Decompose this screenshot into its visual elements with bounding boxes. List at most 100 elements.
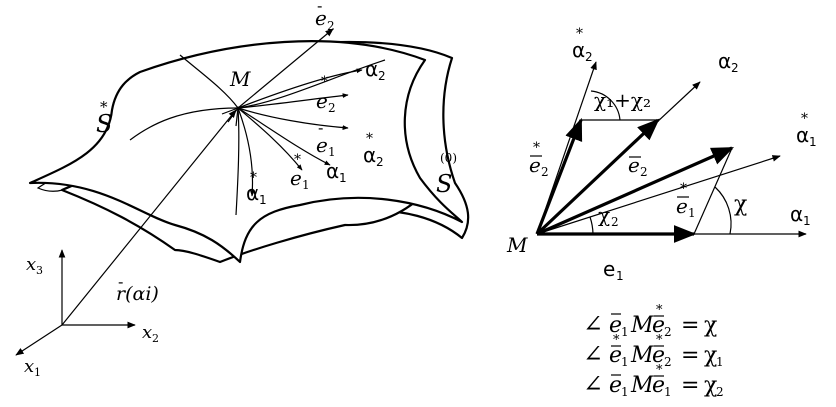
vector-e2 (237, 28, 334, 109)
surface-line-3 (235, 107, 240, 216)
label-e1star-mark-right: * (680, 181, 687, 197)
axis-x1-line (15, 324, 63, 356)
label-point-m: M (229, 67, 251, 91)
equation-row-2: ∠ * e 1 M * e 2 = χ 1 (583, 333, 724, 369)
eq3-eq: = (681, 373, 699, 398)
label-x3: x (26, 254, 36, 275)
label-alpha2star: α (363, 143, 376, 167)
point-m-dot (236, 106, 240, 110)
label-e1star-mark: * (294, 152, 301, 168)
label-angle-chi: χ (734, 192, 747, 217)
label-e2-right: e (628, 153, 640, 177)
eq2-b-star: * (656, 333, 663, 348)
label-s0: S (436, 170, 452, 198)
surface-line-2 (179, 54, 239, 109)
eq3-b-sub: 1 (664, 385, 672, 399)
label-e2-sub: 2 (327, 19, 335, 33)
eq3-angle: ∠ (583, 370, 603, 398)
label-s0-mark: (0) (440, 151, 457, 165)
eq2-rhs: χ (704, 343, 717, 368)
label-alpha2star-sub: 2 (376, 155, 384, 169)
label-e1star-sub: 1 (302, 178, 310, 192)
label-alpha2star-mark: * (366, 131, 373, 147)
label-alpha2star-sub-right: 2 (585, 50, 593, 64)
label-alpha1star-mark-right: * (801, 111, 808, 127)
label-angle-chi2: χ (598, 203, 610, 227)
arc-chi2 (589, 216, 594, 235)
label-alpha1star: α (246, 181, 259, 205)
label-e1-sub-right: 1 (616, 269, 624, 283)
label-alpha1: α (326, 159, 339, 183)
label-point-m-right: M (506, 233, 528, 257)
label-alpha2star-right: α (572, 38, 585, 62)
vector-e2star (535, 117, 583, 235)
eq2-rhs-sub: 1 (716, 355, 724, 369)
eq2-a-star: * (613, 333, 620, 348)
label-alpha1-sub: 1 (339, 171, 347, 185)
label-alpha1star-sub: 1 (259, 193, 267, 207)
equation-row-3: ∠ e 1 M * e 1 = χ 2 (583, 363, 724, 399)
eq1-a-sub: 1 (621, 325, 629, 339)
eq1-b: e (652, 313, 665, 338)
label-x2: x (142, 322, 152, 343)
eq2-a: e (609, 343, 622, 368)
label-e2star-right: e (529, 153, 541, 177)
label-alpha2star-mark-right: * (576, 26, 583, 42)
label-e1-right: e (603, 257, 615, 281)
eq1-angle: ∠ (583, 310, 603, 338)
eq1-a: e (609, 313, 622, 338)
eq2-eq: = (681, 343, 699, 368)
ray-alpha1star (536, 155, 781, 235)
rays-from-m (221, 68, 363, 197)
label-angle-chi2-sub: 2 (611, 215, 619, 229)
radius-vector (61, 109, 237, 326)
label-e1: e (316, 133, 328, 157)
label-angle-sum: χ₁+χ₂ (594, 88, 651, 112)
eq1-b-sub: 2 (664, 325, 672, 339)
eq3-mid: M (630, 373, 654, 398)
eq1-eq: = (681, 313, 699, 338)
label-e2star-sub: 2 (328, 101, 336, 115)
arc-chi1-chi2 (590, 90, 621, 121)
label-alpha1star-right: α (796, 123, 809, 147)
left-figure: S * S (0) M - e 2 * e 2 α 2 * α 2 - e 1 … (15, 0, 470, 379)
vector-e1star (536, 146, 735, 236)
label-e2star-mark: * (321, 74, 328, 90)
label-bar-e1: - (318, 118, 323, 137)
label-e1-sub: 1 (328, 145, 336, 159)
label-x2-sub: 2 (152, 332, 159, 345)
label-alpha1-right: α (790, 202, 803, 226)
eq3-rhs: χ (704, 373, 717, 398)
arc-chi (714, 186, 732, 235)
eq2-a-sub: 1 (621, 355, 629, 369)
label-e2-sub-right: 2 (640, 165, 648, 179)
label-e2: e (315, 6, 327, 30)
label-e1star-right: e (676, 194, 688, 218)
label-alpha1-sub-right: 1 (803, 214, 811, 228)
label-alpha2-sub-right: 2 (731, 61, 739, 75)
label-alpha1star-sub-right: 1 (809, 135, 817, 149)
label-e2star-sub-right: 2 (541, 165, 549, 179)
eq3-a-sub: 1 (621, 385, 629, 399)
label-e1star-sub-right: 1 (688, 206, 696, 220)
eq3-rhs-sub: 2 (716, 385, 724, 399)
surface-line-1 (129, 107, 239, 141)
eq3-b: e (652, 373, 665, 398)
eq1-rhs: χ (704, 313, 717, 338)
label-x3-sub: 3 (36, 264, 43, 277)
equation-row-1: ∠ e 1 M * e 2 = χ (583, 303, 717, 339)
label-alpha2-sub: 2 (378, 69, 386, 83)
label-s-star-mark: * (100, 98, 108, 116)
eq3-a: e (609, 373, 622, 398)
label-radius-vector: r(αi) (116, 283, 159, 305)
label-alpha2: α (365, 57, 378, 81)
eq2-b-sub: 2 (664, 355, 672, 369)
vector-e2 (535, 118, 660, 236)
surface-line-4 (237, 59, 386, 109)
eq1-b-star: * (656, 303, 663, 318)
label-s-star: S (96, 110, 112, 138)
label-bar-r: - (118, 272, 123, 291)
label-e2star-mark-right: * (533, 140, 540, 156)
label-bar-e2: - (317, 0, 322, 15)
